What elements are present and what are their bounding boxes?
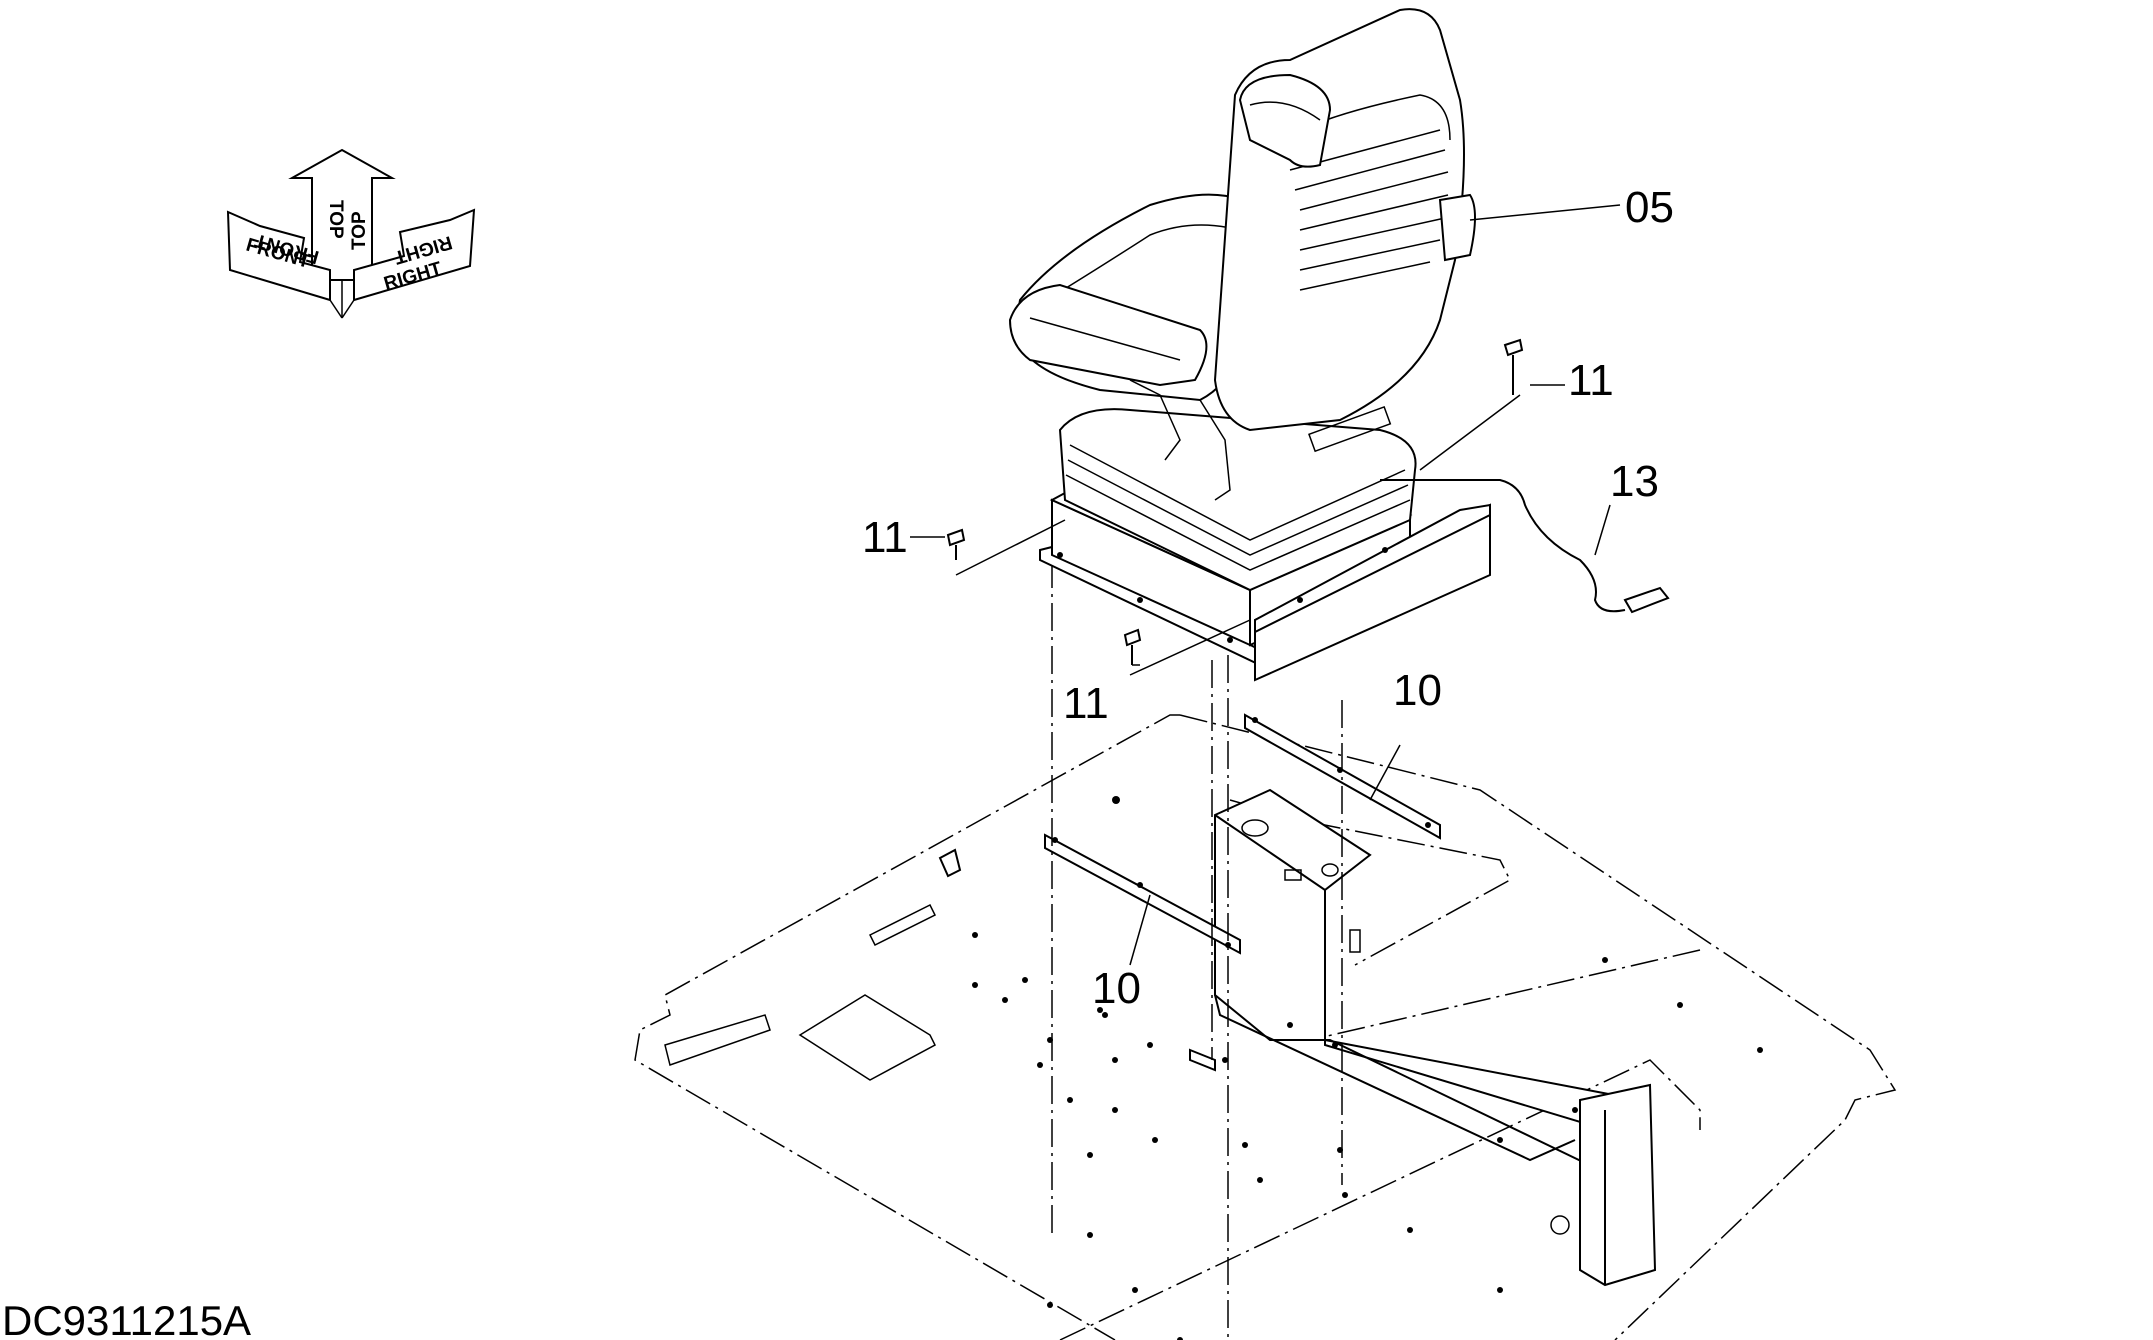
- seat-stand-frame: [1189, 788, 1657, 1287]
- bolt-left: [946, 528, 966, 560]
- callout-10-right: 10: [1393, 666, 1442, 715]
- orientation-indicator: FRONT FRONT TOP TOP RIGHT RIGHT: [226, 148, 476, 319]
- callout-10-left: 10: [1092, 964, 1141, 1013]
- alignment-lines: [1051, 560, 1343, 1340]
- callout-05: 05: [1625, 183, 1674, 232]
- operator-seat: [1008, 8, 1476, 592]
- wire-harness: [1380, 479, 1670, 614]
- seat-rail-right: [1244, 713, 1441, 840]
- callout-13: 13: [1610, 457, 1659, 506]
- callout-11-left: 11: [862, 513, 908, 562]
- callout-11-right: 11: [1568, 356, 1614, 405]
- callout-11-bottom: 11: [1063, 679, 1109, 728]
- diagram-code: DC9311215A: [2, 1297, 251, 1340]
- bolt-bottom: [1123, 628, 1142, 665]
- seat-rail-left: [1044, 833, 1241, 955]
- axis-label-top-mirrored: TOP: [349, 211, 370, 250]
- bolt-right: [1503, 338, 1524, 395]
- axis-label-top: TOP: [325, 200, 346, 239]
- leader-lines: [910, 204, 1621, 966]
